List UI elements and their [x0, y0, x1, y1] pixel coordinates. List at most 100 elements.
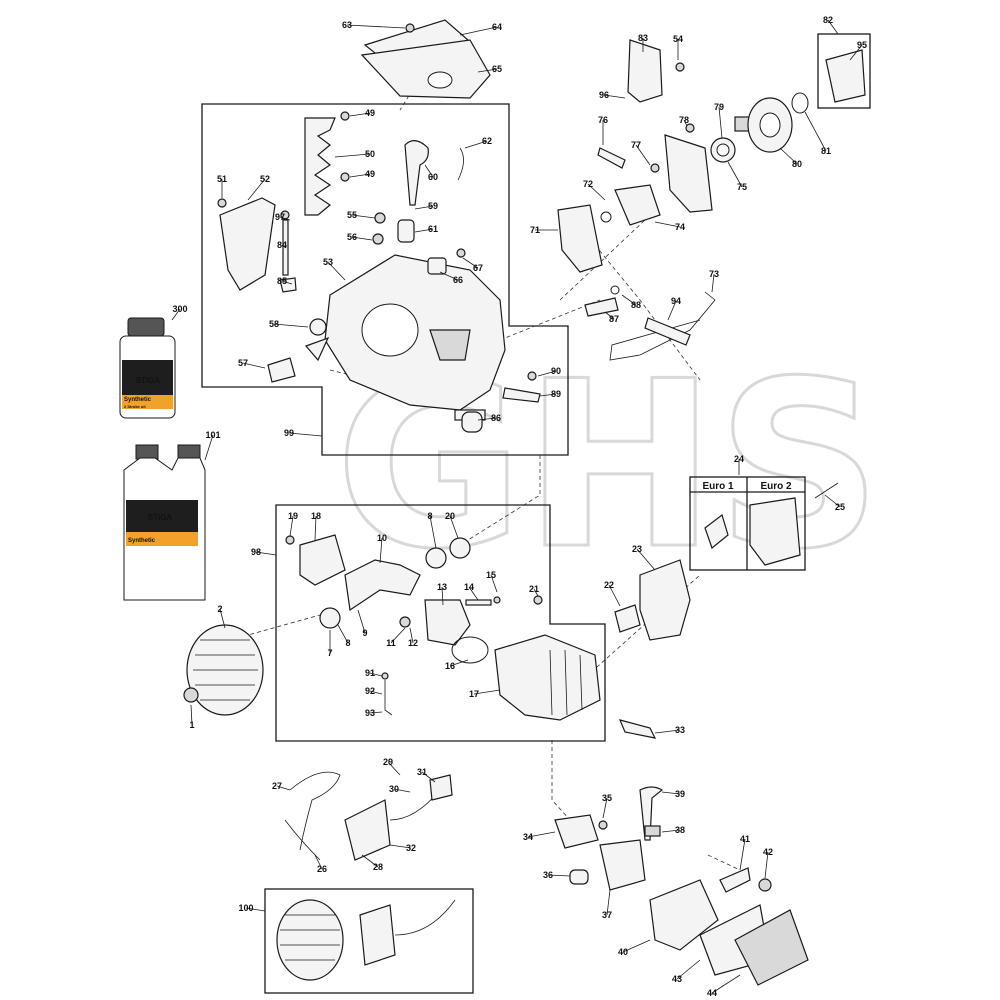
- part-callout: 98: [251, 547, 261, 557]
- small-bottle-product: Synthetic: [124, 397, 152, 403]
- callout-leader: [346, 24, 406, 29]
- callout-leader: [334, 153, 371, 158]
- large-bottle-brand: STIGA: [148, 513, 173, 522]
- part-callout: 15: [486, 570, 496, 580]
- part-callout: 12: [408, 638, 418, 648]
- flywheel: [183, 624, 264, 716]
- crankcase-bore: [361, 303, 419, 357]
- part-callout: 43: [672, 974, 682, 984]
- callout-leader: [622, 939, 651, 953]
- callout-leader: [439, 271, 459, 281]
- callout-leader: [718, 106, 723, 139]
- ignition-wiring: [284, 771, 453, 861]
- part-callout: 90: [551, 366, 561, 376]
- part-callout: 75: [737, 182, 747, 192]
- callout-leader: [429, 515, 437, 549]
- part-callout: 1: [189, 720, 194, 730]
- callout-leader: [441, 586, 444, 606]
- crankcase-group-frame: [201, 103, 569, 456]
- oil-bottle-small: STIGA Synthetic 2 Stroke oil: [119, 317, 176, 419]
- part-callout: 21: [529, 584, 539, 594]
- part-callout: 7: [327, 648, 332, 658]
- carburetor-parts: [554, 786, 809, 986]
- part-callout: 44: [707, 988, 717, 998]
- callout-leader: [327, 261, 346, 281]
- muffler-gasket: [614, 604, 641, 633]
- callout-leader: [247, 178, 266, 201]
- callout-leader: [468, 586, 479, 601]
- callout-leader: [539, 393, 557, 397]
- part-callout: 60: [428, 172, 438, 182]
- part-callout: 2: [217, 604, 222, 614]
- handle-guard: [219, 197, 276, 291]
- part-callout: 57: [238, 358, 248, 368]
- callout-leader: [533, 588, 539, 597]
- part-callout: 50: [365, 149, 375, 159]
- callout-leader: [369, 672, 383, 677]
- callout-leader: [604, 311, 615, 320]
- callout-leader: [393, 788, 411, 793]
- oil-line: [609, 291, 716, 361]
- part-callout: 34: [523, 832, 533, 842]
- part-callout: 36: [543, 870, 553, 880]
- part-callout: 76: [598, 115, 608, 125]
- small-bottle-subtitle: 2 Stroke oil: [124, 404, 146, 409]
- callout-leader: [711, 273, 715, 293]
- large-bottle-product: Synthetic: [128, 538, 156, 544]
- part-callout: 31: [417, 767, 427, 777]
- callout-leader: [421, 771, 436, 783]
- part-callout: 81: [821, 146, 831, 156]
- part-callout: 17: [469, 689, 479, 699]
- part-callout: 71: [530, 225, 540, 235]
- screw-25: [814, 482, 839, 499]
- crankshaft-parts: [285, 534, 601, 721]
- part-callout: 41: [740, 834, 750, 844]
- part-callout: 82: [823, 15, 833, 25]
- part-callout: 18: [311, 511, 321, 521]
- callout-leader: [387, 761, 401, 776]
- callout-leader: [602, 797, 608, 819]
- ignition-kit: [276, 899, 456, 981]
- part-callout: 49: [365, 108, 375, 118]
- part-callout: 89: [551, 389, 561, 399]
- callout-leader: [527, 831, 556, 838]
- part-callout: 55: [347, 210, 357, 220]
- part-callout: 93: [365, 708, 375, 718]
- callout-leader: [414, 228, 434, 233]
- oil-pump-parts: [557, 39, 750, 273]
- spike-bumper: [304, 117, 336, 216]
- callout-leader: [389, 844, 412, 849]
- callout-leader: [349, 112, 371, 117]
- part-callout: 99: [284, 428, 294, 438]
- callout-leader: [606, 889, 611, 916]
- washer-89: [610, 285, 620, 295]
- part-callout: 78: [679, 115, 689, 125]
- muffler: [639, 559, 691, 641]
- callout-leader: [314, 854, 323, 870]
- callout-leader: [547, 874, 571, 877]
- part-callout: 38: [675, 825, 685, 835]
- part-callout: 95: [857, 40, 867, 50]
- part-callout: 11: [386, 638, 396, 648]
- part-callout: 20: [445, 511, 455, 521]
- part-callout: 87: [609, 314, 619, 324]
- callout-leader: [361, 854, 379, 868]
- callout-leader: [603, 94, 626, 99]
- part-callout: 24: [734, 454, 744, 464]
- callout-leader: [390, 627, 406, 644]
- part-callout: 96: [599, 90, 609, 100]
- callout-leader: [289, 515, 294, 537]
- part-callout: 52: [260, 174, 270, 184]
- callout-leader: [462, 257, 479, 269]
- callout-leader: [849, 44, 863, 61]
- callout-leader: [464, 140, 488, 149]
- callout-leader: [661, 791, 681, 795]
- part-callout: 59: [428, 201, 438, 211]
- callout-leader: [337, 624, 349, 644]
- part-callout: 94: [671, 296, 681, 306]
- part-callout: 86: [491, 413, 501, 423]
- callout-leader: [654, 221, 681, 228]
- oil-bottle-large: STIGA Synthetic: [123, 444, 206, 601]
